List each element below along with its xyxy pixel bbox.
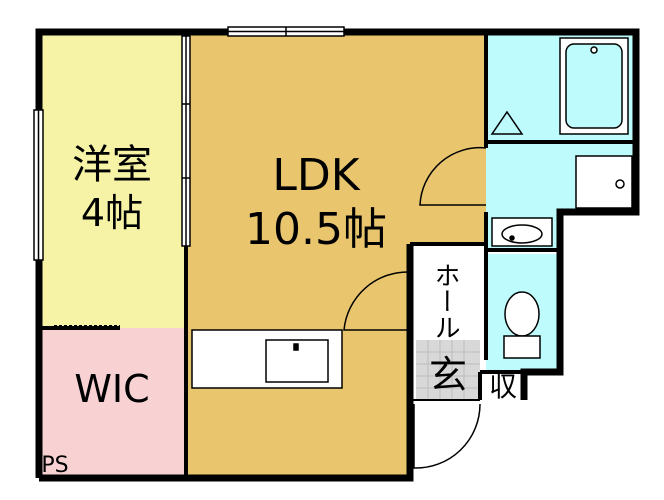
storage-fill [480,372,524,400]
hall-label: ホール [430,262,460,340]
ldk-label: LDK [272,150,360,201]
exterior-walls [35,28,640,482]
bath-step [490,110,524,135]
ldk-size: 10.5帖 [245,204,387,255]
door-swings [343,146,487,469]
western-room-size: 4帖 [81,191,143,235]
entrance-fill [416,340,480,400]
western-room-fill [39,32,186,328]
western-room-label: 洋室 [72,142,152,188]
wash-basin [491,217,553,247]
kitchen-counter [191,329,343,389]
storage-label: 収 [489,370,517,403]
toilet [503,291,541,359]
entrance-label: 玄 [429,353,467,397]
wic-room-fill [39,328,186,478]
entrance-tiles [416,340,480,400]
sliding-door-western [181,35,191,328]
washing-machine [575,155,633,209]
ps-label: PS [41,453,68,478]
hall-fill [410,244,486,340]
bathtub [559,37,629,135]
windows [33,26,345,261]
interior-walls [39,32,636,478]
wic-label: WIC [74,367,149,411]
